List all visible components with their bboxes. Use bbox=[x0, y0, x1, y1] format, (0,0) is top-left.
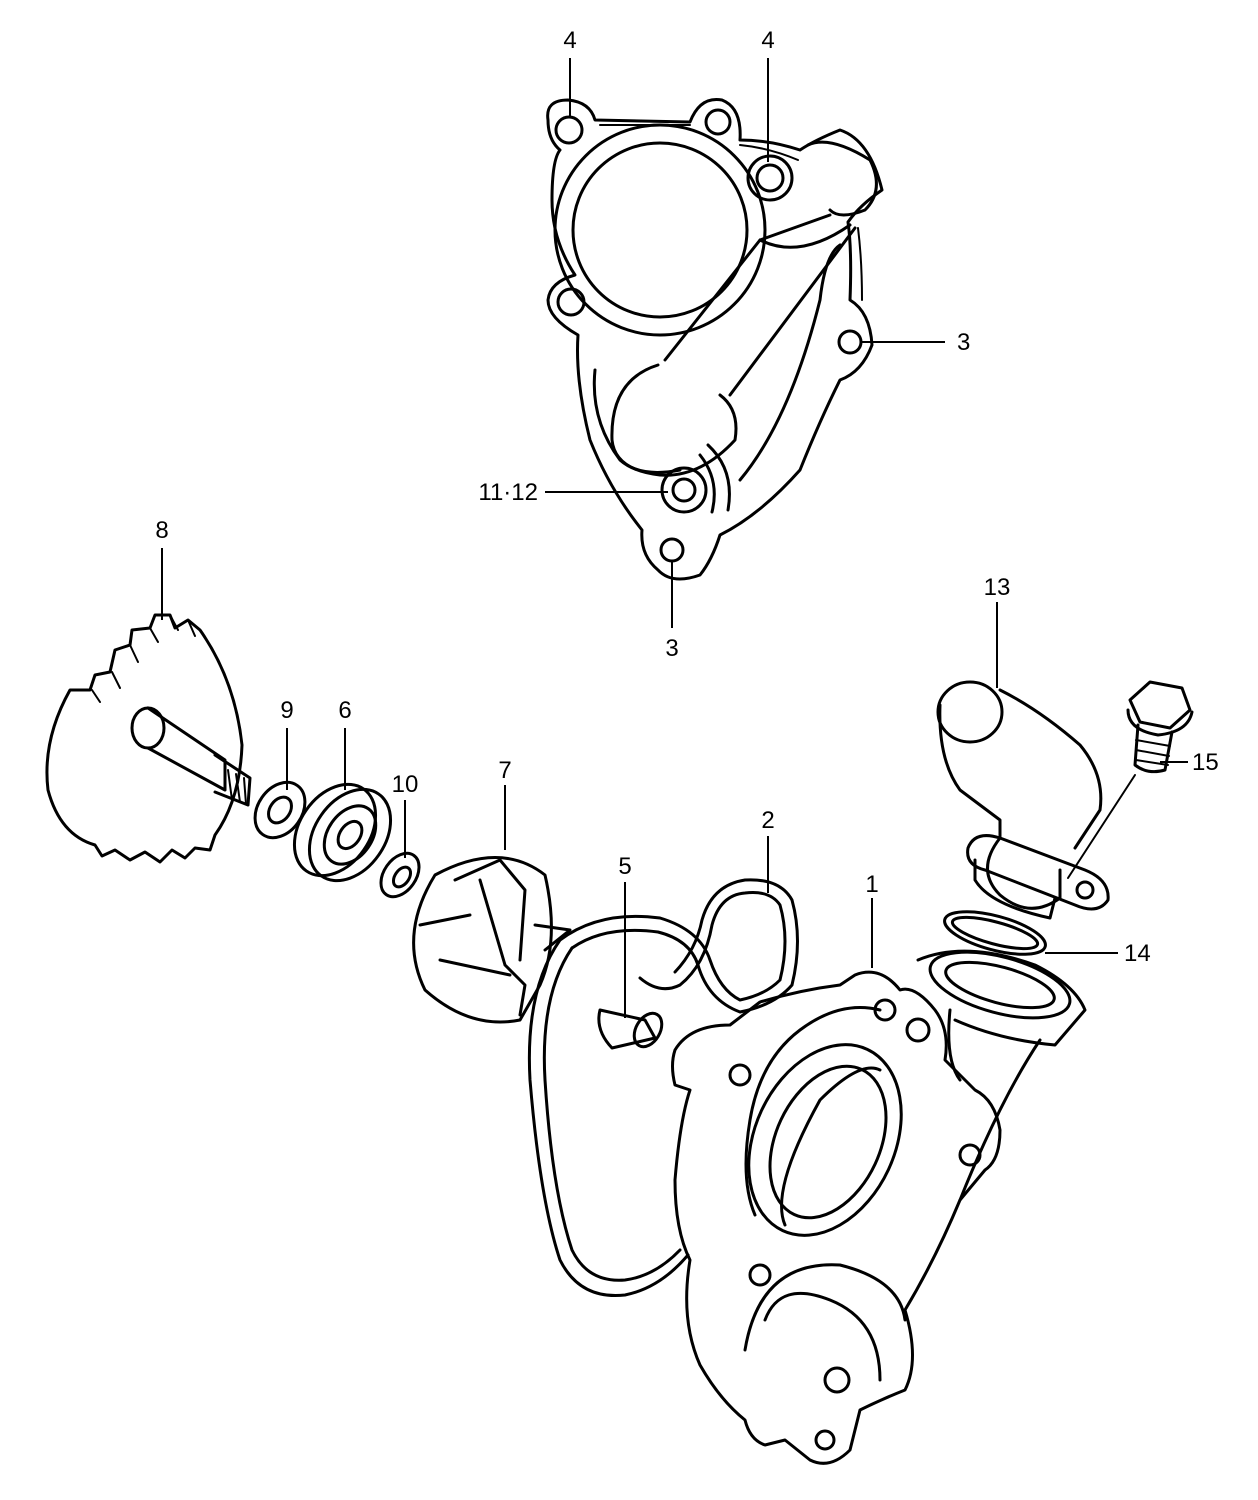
callout-4-left: 4 bbox=[563, 27, 576, 54]
shaft-gear bbox=[45, 613, 252, 864]
callout-15: 15 bbox=[1192, 749, 1219, 776]
callout-8: 8 bbox=[155, 517, 168, 544]
pump-body bbox=[671, 949, 1087, 1465]
callout-1: 1 bbox=[865, 871, 878, 898]
callout-3-bottom: 3 bbox=[665, 635, 678, 662]
leader-lines bbox=[161, 58, 1188, 1018]
seal bbox=[379, 851, 421, 899]
callout-13: 13 bbox=[984, 574, 1011, 601]
callout-9: 9 bbox=[280, 697, 293, 724]
callout-7: 7 bbox=[498, 757, 511, 784]
callout-14: 14 bbox=[1124, 940, 1151, 967]
hose-union bbox=[936, 680, 1110, 920]
callout-5: 5 bbox=[618, 853, 631, 880]
bolt bbox=[1067, 680, 1194, 879]
bearing bbox=[292, 782, 393, 883]
callout-10: 10 bbox=[392, 771, 419, 798]
gasket bbox=[527, 878, 799, 1298]
callout-2: 2 bbox=[761, 807, 774, 834]
callout-11-12: 11·12 bbox=[478, 479, 538, 506]
callout-3-right: 3 bbox=[957, 329, 970, 356]
pump-cover bbox=[546, 97, 884, 581]
callout-4-right: 4 bbox=[761, 27, 774, 54]
impeller bbox=[412, 856, 572, 1024]
dowel-pin bbox=[597, 1008, 664, 1050]
callout-labels: 4 4 3 3 11·12 8 9 6 10 7 5 2 1 13 14 15 bbox=[155, 27, 1218, 967]
o-ring-14 bbox=[943, 910, 1047, 956]
callout-6: 6 bbox=[338, 697, 351, 724]
